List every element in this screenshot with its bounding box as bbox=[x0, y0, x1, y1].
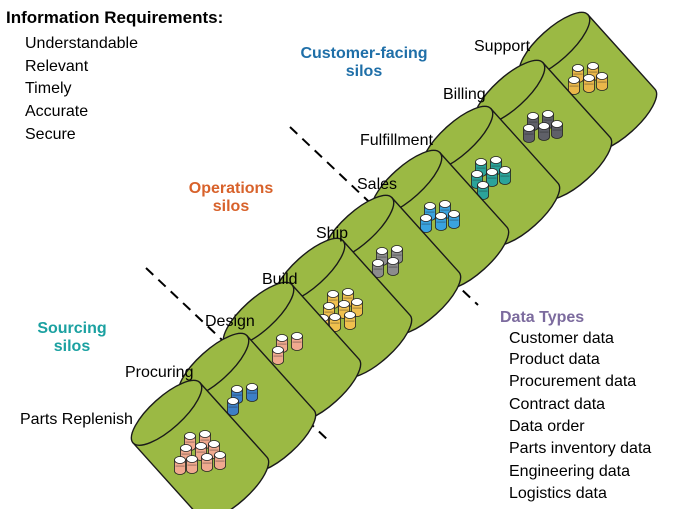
silo-database-cluster bbox=[372, 245, 403, 278]
sourcing-line1: Sourcing bbox=[37, 320, 107, 337]
silo-label-fulfillment: Fulfillment bbox=[360, 132, 433, 149]
silo-design bbox=[222, 281, 362, 423]
requirement-relevant: Relevant bbox=[25, 58, 89, 75]
data-type-contract: Contract data bbox=[509, 396, 606, 413]
silo-label-procuring: Procuring bbox=[125, 364, 194, 381]
silo-database-cluster bbox=[568, 62, 608, 95]
silo-label-parts-replenish: Parts Replenish bbox=[20, 411, 133, 428]
silo-database-cluster bbox=[272, 332, 303, 365]
database-icon bbox=[477, 181, 489, 200]
database-icon bbox=[372, 259, 384, 278]
database-icon bbox=[523, 124, 535, 143]
data-type-procurement: Procurement data bbox=[509, 373, 637, 390]
silo-label-build: Build bbox=[262, 271, 298, 288]
data-type-product: Product data bbox=[509, 351, 600, 368]
database-icon bbox=[201, 453, 213, 472]
sourcing-line2: silos bbox=[53, 338, 91, 355]
database-icon bbox=[246, 383, 258, 402]
customer-facing-line2: silos bbox=[345, 63, 383, 80]
operations-silos-label: Operations silos bbox=[171, 180, 291, 216]
data-type-engineering: Engineering data bbox=[509, 463, 630, 480]
silo-billing bbox=[473, 59, 613, 201]
data-type-parts-inventory: Parts inventory data bbox=[509, 440, 652, 457]
data-type-data-order: Data order bbox=[509, 418, 585, 435]
database-icon bbox=[538, 122, 550, 141]
database-icon bbox=[499, 166, 511, 185]
requirement-secure: Secure bbox=[25, 126, 76, 143]
database-icon bbox=[448, 210, 460, 229]
database-icon bbox=[329, 313, 341, 332]
database-icon bbox=[387, 257, 399, 276]
silo-database-cluster bbox=[227, 383, 258, 416]
silo-label-support: Support bbox=[474, 38, 531, 55]
operations-line1: Operations bbox=[188, 180, 274, 197]
data-type-customer: Customer data bbox=[509, 330, 614, 347]
database-icon bbox=[214, 451, 226, 470]
silo-sales bbox=[370, 149, 510, 291]
database-icon bbox=[272, 346, 284, 365]
database-icon bbox=[551, 120, 563, 139]
silo-parts-replenish bbox=[130, 379, 270, 509]
database-icon bbox=[435, 212, 447, 231]
data-type-logistics: Logistics data bbox=[509, 485, 607, 502]
database-icon bbox=[174, 456, 186, 475]
silo-database-cluster bbox=[471, 156, 511, 200]
database-icon bbox=[568, 76, 580, 95]
customer-facing-silos-label: Customer-facing silos bbox=[285, 45, 443, 81]
database-icon bbox=[344, 311, 356, 330]
silo-label-design: Design bbox=[205, 313, 255, 330]
customer-facing-line1: Customer-facing bbox=[300, 45, 428, 62]
requirement-timely: Timely bbox=[25, 80, 72, 97]
database-icon bbox=[227, 397, 239, 416]
database-icon bbox=[291, 332, 303, 351]
silo-label-billing: Billing bbox=[443, 86, 486, 103]
database-icon bbox=[583, 74, 595, 93]
silo-label-sales: Sales bbox=[357, 176, 398, 193]
silo-label-ship: Ship bbox=[316, 225, 349, 242]
silo-database-cluster bbox=[174, 430, 226, 475]
requirement-accurate: Accurate bbox=[25, 103, 89, 120]
silo-layer bbox=[130, 11, 658, 509]
divider-upper bbox=[289, 126, 479, 306]
silo-database-cluster bbox=[420, 200, 460, 233]
database-icon bbox=[420, 214, 432, 233]
requirement-understandable: Understandable bbox=[25, 35, 138, 52]
database-icon bbox=[186, 455, 198, 474]
info-requirements-title: Information Requirements: bbox=[6, 8, 224, 27]
database-icon bbox=[596, 72, 608, 91]
silo-database-cluster bbox=[523, 110, 563, 143]
operations-line2: silos bbox=[212, 198, 250, 215]
sourcing-silos-label: Sourcing silos bbox=[27, 320, 117, 356]
data-types-title: Data Types bbox=[500, 309, 585, 326]
